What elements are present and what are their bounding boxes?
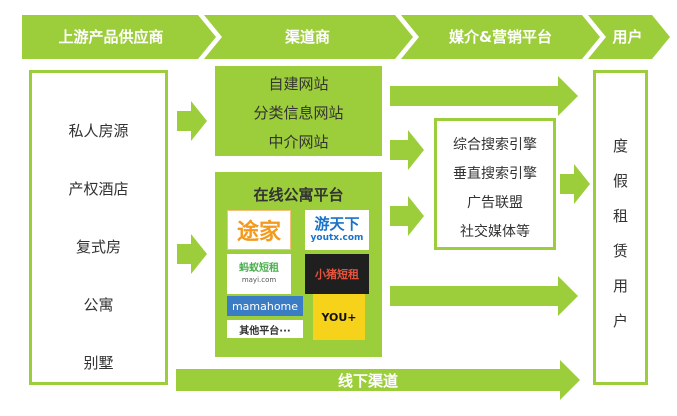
- media-item: 综合搜索引擎: [453, 137, 537, 153]
- online-apartment-platform-panel: 在线公寓平台 途家 游天下 youtx.com 蚂蚁短租 mayi.com 小猪…: [215, 172, 382, 357]
- arrow-supplier-to-websites: [177, 101, 207, 141]
- header-chevron-users: [588, 15, 670, 59]
- arrow-websites-to-users: [390, 76, 578, 116]
- users-label-char: 度: [612, 137, 628, 155]
- arrow-media-to-users: [560, 164, 590, 204]
- websites-channel-panel: 自建网站 分类信息网站 中介网站: [215, 66, 382, 156]
- users-label-char: 假: [612, 172, 628, 190]
- media-marketing-panel: 综合搜索引擎 垂直搜索引擎 广告联盟 社交媒体等: [434, 118, 556, 250]
- header-chevron-suppliers: [22, 15, 216, 59]
- supplier-item: 公寓: [83, 296, 114, 314]
- arrow-supplier-to-platform: [177, 234, 207, 274]
- channel-item: 分类信息网站: [253, 104, 344, 122]
- youplus-logo: YOU+: [313, 294, 365, 340]
- offline-channel-label: 线下渠道: [337, 372, 398, 390]
- tujia-logo: 途家: [227, 210, 291, 250]
- arrow-platform-to-media: [390, 196, 424, 236]
- youtx-logo: 游天下 youtx.com: [305, 210, 369, 250]
- header-chevron-channels: [204, 15, 413, 59]
- users-panel: 度 假 租 赁 用 户: [593, 70, 648, 385]
- media-item: 垂直搜索引擎: [453, 166, 537, 182]
- header-chevron-media: [401, 15, 600, 59]
- header-label-users: 用户: [612, 28, 643, 46]
- header-label-media: 媒介&营销平台: [448, 28, 553, 46]
- offline-channel-arrow: [176, 360, 580, 400]
- users-label-char: 用: [612, 277, 628, 295]
- channel-item: 中介网站: [268, 133, 329, 151]
- media-item: 广告联盟: [467, 195, 523, 211]
- header-label-channels: 渠道商: [284, 28, 330, 46]
- users-label-char: 赁: [612, 242, 628, 260]
- header-label-suppliers: 上游产品供应商: [58, 28, 164, 46]
- mamahome-logo: mamahome: [227, 296, 303, 316]
- arrow-platform-to-users: [390, 276, 578, 316]
- supplier-item: 别墅: [83, 354, 114, 372]
- supplier-item: 产权酒店: [68, 180, 129, 198]
- supplier-item: 私人房源: [68, 122, 129, 140]
- users-label-char: 户: [612, 312, 628, 330]
- other-platforms-label: 其他平台···: [227, 320, 303, 338]
- header-chevron-bar: [22, 15, 670, 59]
- channel-item: 自建网站: [268, 75, 329, 93]
- supplier-panel: 私人房源 产权酒店 复式房 公寓 别墅: [29, 70, 168, 385]
- users-label-char: 租: [612, 207, 628, 225]
- mayi-logo: 蚂蚁短租 mayi.com: [227, 254, 291, 294]
- arrow-websites-to-media: [390, 130, 424, 170]
- supplier-item: 复式房: [75, 238, 121, 256]
- xiaozhu-logo: 小猪短租: [305, 254, 369, 294]
- platform-title: 在线公寓平台: [253, 186, 344, 204]
- media-item: 社交媒体等: [460, 224, 530, 240]
